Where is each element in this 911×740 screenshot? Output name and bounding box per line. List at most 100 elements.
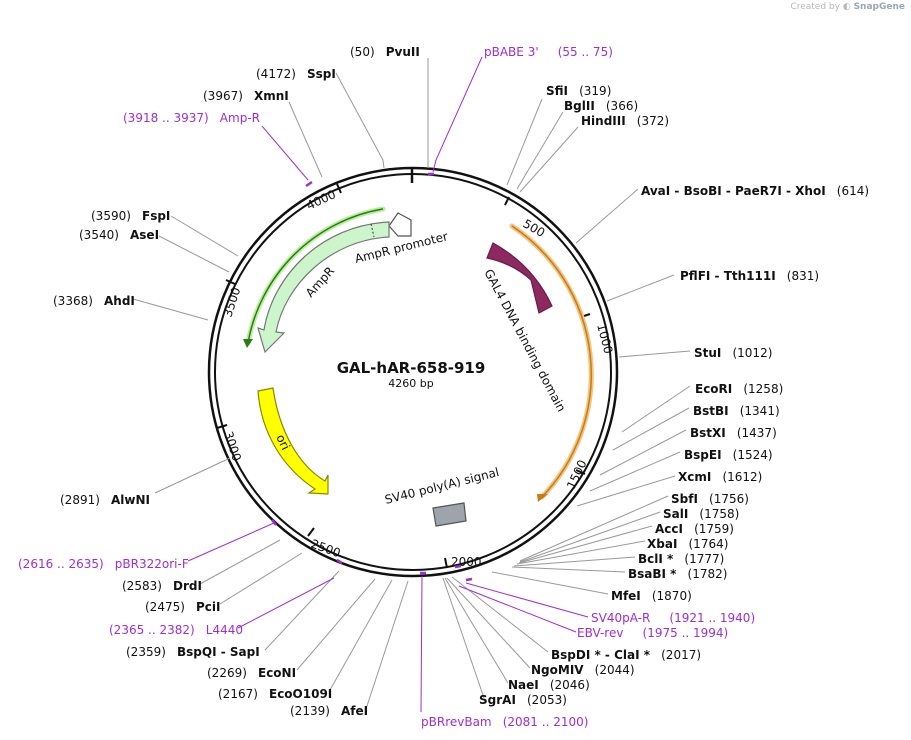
site-label-sspi: (4172) SspI	[256, 63, 336, 82]
site-label-bspqi-sapi: (2359) BspQI - SapI	[126, 641, 260, 660]
feature-label-ori: ori	[273, 432, 292, 452]
feature-ampr-arrow	[257, 221, 390, 354]
snapgene-logo-icon: ◐	[842, 2, 851, 12]
tick-marks	[216, 183, 591, 569]
site-line-afei	[365, 580, 409, 710]
site-label-bspdi-clai: BspDI * - ClaI * (2017)	[551, 644, 701, 663]
site-label-ahdi: (3368) AhdI	[53, 290, 135, 309]
site-line-fspi	[170, 215, 239, 257]
primer-line-pbabe3	[432, 56, 483, 173]
site-line-sfii	[506, 98, 543, 186]
site-line-xbai	[516, 540, 646, 565]
site-label-pvuii: (50) PvuII	[350, 41, 420, 60]
tick-label-3500: 3500	[221, 286, 244, 319]
site-line-asei	[158, 235, 230, 273]
site-line-pflfi	[606, 274, 675, 302]
site-label-sgrai: SgrAI (2053)	[479, 689, 567, 708]
site-label-mfei: MfeI (1870)	[611, 585, 692, 604]
primer-line-l4440	[237, 577, 335, 629]
tick-mark-4000	[336, 183, 342, 194]
site-line-sspi	[335, 72, 385, 169]
primer-mark-pbr322ori	[271, 519, 277, 526]
snapgene-watermark: Created by ◐ SnapGene	[790, 2, 905, 12]
features	[257, 212, 553, 527]
primer-labels: pBABE 3' (55 .. 75) (3918 .. 3937) Amp-R…	[18, 41, 755, 730]
site-label-naei: NaeI (2046)	[508, 674, 590, 693]
primer-mark-l4440	[336, 558, 343, 565]
site-label-xbai: XbaI (1764)	[647, 533, 728, 552]
site-line-ahdi	[132, 298, 209, 321]
tick-mark-3000	[216, 424, 228, 429]
site-line-hindiii	[519, 126, 579, 193]
site-label-avai-group: AvaI - BsoBI - PaeR7I - XhoI (614)	[641, 180, 869, 199]
primer-label-sv40pa-r: SV40pA-R (1921 .. 1940)	[591, 607, 755, 626]
site-label-bstbi: BstBI (1341)	[693, 400, 780, 419]
site-label-afei: (2139) AfeI	[290, 700, 368, 719]
site-line-eco0109i	[329, 579, 393, 691]
watermark-brand: SnapGene	[853, 2, 905, 12]
site-label-pflfi-tth111i: PflFI - Tth111I (831)	[680, 265, 819, 284]
tick-mark-3500	[225, 279, 236, 285]
tick-mark-1500	[575, 469, 586, 475]
primer-marks	[271, 172, 473, 582]
site-label-sali: SalI (1758)	[663, 503, 739, 522]
site-leader-lines	[132, 58, 691, 710]
site-label-bstxi: BstXI (1437)	[690, 422, 777, 441]
primer-label-pbr322ori-f: (2616 .. 2635) pBR322ori-F	[18, 553, 189, 572]
site-line-avai	[575, 188, 639, 244]
primer-label-pbrrevbam: pBRrevBam (2081 .. 2100)	[421, 711, 588, 730]
primer-line-ampr	[261, 125, 309, 181]
site-line-bcli	[513, 556, 636, 567]
site-line-ecori	[621, 385, 691, 433]
site-label-hindiii: HindIII (372)	[581, 110, 669, 129]
site-label-xcmi: XcmI (1612)	[678, 466, 762, 485]
ampr-orf-line	[247, 208, 384, 344]
site-label-stui: StuI (1012)	[694, 342, 772, 361]
site-label-sfii: SfiI (319)	[546, 80, 611, 99]
tick-mark-2500	[307, 527, 315, 537]
plasmid-size: 4260 bp	[388, 377, 433, 390]
gal4-orf-arrowhead-icon	[537, 494, 548, 502]
site-line-bstxi	[599, 429, 687, 476]
feature-label-sv40-polya: SV40 poly(A) signal	[383, 465, 500, 507]
site-line-acci	[518, 525, 653, 564]
backbone	[207, 166, 619, 578]
site-line-alwni	[154, 457, 231, 494]
plasmid-name: GAL-hAR-658-919	[337, 359, 486, 377]
site-line-sgrai	[442, 577, 485, 699]
primer-line-pbr322ori	[187, 522, 275, 562]
site-line-bspei	[589, 451, 681, 492]
site-label-econi: (2269) EcoNI	[207, 662, 296, 681]
feature-gal4-dbd-arrow	[486, 242, 553, 314]
primer-label-l4440: (2365 .. 2382) L4440	[109, 619, 243, 638]
feature-label-gal4-dbd: GAL4 DNA binding domain	[481, 267, 568, 414]
site-line-mfei	[491, 571, 609, 595]
site-line-xcmi	[576, 475, 676, 507]
site-line-drdi	[199, 539, 281, 585]
site-label-bspei: BspEI (1524)	[684, 444, 773, 463]
ampr-orf-arrowhead-icon	[243, 339, 253, 348]
site-label-bsabi: BsaBI * (1782)	[628, 563, 727, 582]
site-line-sbfi	[519, 495, 669, 562]
site-labels: (50) PvuII (4172) SspI (3967) XmnI (3590…	[53, 41, 869, 719]
site-line-xmni	[288, 101, 323, 178]
site-label-pcii: (2475) PciI	[145, 596, 221, 615]
feature-sv40-polya-box	[432, 502, 467, 527]
tick-mark-500	[504, 196, 510, 206]
primer-leader-lines	[187, 56, 589, 713]
watermark-prefix: Created by	[790, 2, 840, 12]
site-line-bsabi	[511, 566, 626, 573]
site-line-bstbi	[612, 407, 690, 451]
primer-label-pbabe3: pBABE 3' (55 .. 75)	[484, 41, 613, 60]
site-label-xmni: (3967) XmnI	[203, 85, 289, 104]
site-label-sbfi: SbfI (1756)	[671, 488, 749, 507]
site-label-ecori: EcoRI (1258)	[695, 378, 783, 397]
site-line-sali	[519, 511, 661, 563]
feature-ampr-promoter-arrow	[388, 212, 412, 237]
site-label-fspi: (3590) FspI	[91, 205, 170, 224]
gal4-orf-line	[511, 225, 592, 498]
feature-ori-arrow	[257, 387, 329, 495]
primer-mark-sv40pa-r	[454, 564, 462, 569]
site-line-bspqi	[264, 570, 340, 651]
